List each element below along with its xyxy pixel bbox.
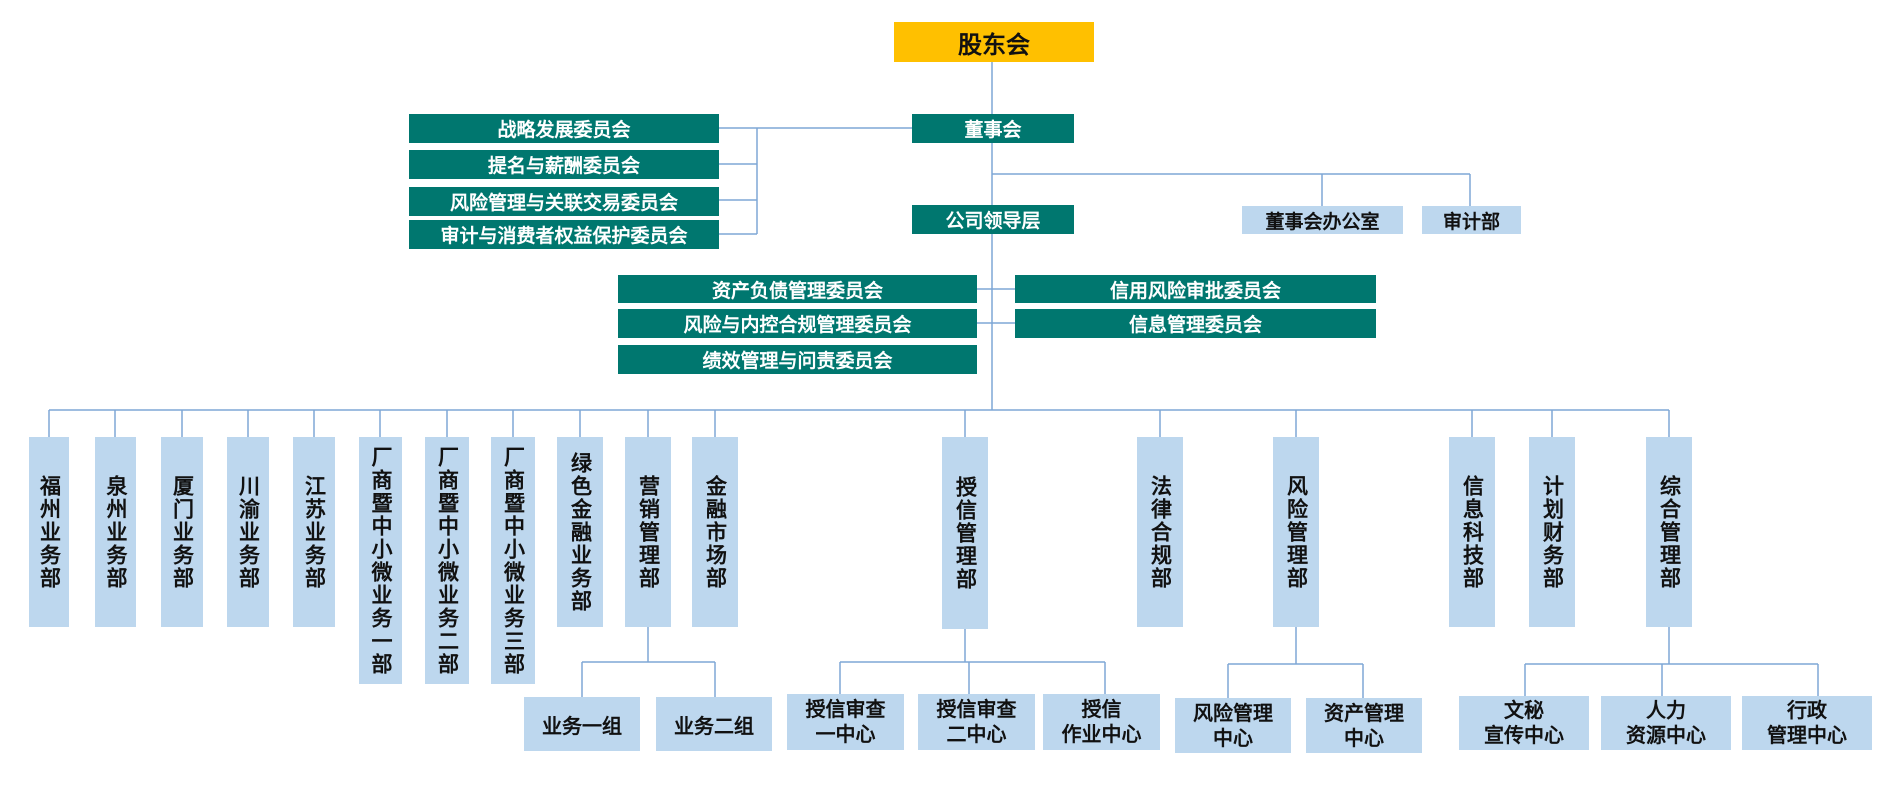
committee-info-management: 信息管理委员会 bbox=[1015, 309, 1376, 338]
committee-risk-related-party: 风险管理与关联交易委员会 bbox=[409, 187, 719, 216]
committee-nomination: 提名与薪酬委员会 bbox=[409, 150, 719, 179]
hr-center: 人力 资源中心 bbox=[1601, 696, 1731, 750]
dept-sme-2: 厂商暨中小微业务二部 bbox=[425, 437, 469, 684]
dept-legal: 法律合规部 bbox=[1137, 437, 1183, 627]
dept-jiangsu: 江苏业务部 bbox=[293, 437, 335, 627]
marketing-group-2: 业务二组 bbox=[656, 697, 772, 751]
dept-finance: 计划财务部 bbox=[1529, 437, 1575, 627]
dept-marketing: 营销管理部 bbox=[625, 437, 671, 627]
marketing-group-1: 业务一组 bbox=[524, 697, 640, 751]
committee-performance: 绩效管理与问责委员会 bbox=[618, 345, 977, 374]
committee-audit-consumer: 审计与消费者权益保护委员会 bbox=[409, 220, 719, 249]
dept-general: 综合管理部 bbox=[1646, 437, 1692, 627]
committee-strategy: 战略发展委员会 bbox=[409, 114, 719, 143]
dept-green-finance: 绿色金融业务部 bbox=[557, 437, 603, 627]
dept-xiamen: 厦门业务部 bbox=[161, 437, 203, 627]
asset-management-center: 资产管理 中心 bbox=[1306, 698, 1422, 753]
shareholders-meeting-box: 股东会 bbox=[894, 22, 1094, 62]
admin-management-center: 行政 管理中心 bbox=[1742, 696, 1872, 750]
risk-management-center: 风险管理 中心 bbox=[1175, 698, 1291, 753]
board-office-box: 董事会办公室 bbox=[1242, 206, 1403, 234]
credit-review-center-2: 授信审查 二中心 bbox=[918, 694, 1035, 750]
dept-it: 信息科技部 bbox=[1449, 437, 1495, 627]
audit-dept-box: 审计部 bbox=[1422, 206, 1521, 234]
board-box: 董事会 bbox=[912, 114, 1074, 143]
committee-alm: 资产负债管理委员会 bbox=[618, 275, 977, 303]
committee-credit-approval: 信用风险审批委员会 bbox=[1015, 275, 1376, 303]
dept-sme-3: 厂商暨中小微业务三部 bbox=[491, 437, 535, 684]
committee-risk-compliance: 风险与内控合规管理委员会 bbox=[618, 309, 977, 338]
dept-sme-1: 厂商暨中小微业务一部 bbox=[359, 437, 402, 684]
dept-chuanyu: 川渝业务部 bbox=[227, 437, 269, 627]
leadership-box: 公司领导层 bbox=[912, 205, 1074, 234]
credit-review-center-1: 授信审查 一中心 bbox=[787, 694, 904, 750]
credit-operation-center: 授信 作业中心 bbox=[1043, 694, 1160, 750]
secretary-publicity-center: 文秘 宣传中心 bbox=[1459, 696, 1589, 750]
dept-financial-markets: 金融市场部 bbox=[692, 437, 738, 627]
dept-risk: 风险管理部 bbox=[1273, 437, 1319, 627]
dept-credit: 授信管理部 bbox=[942, 437, 988, 629]
dept-quanzhou: 泉州业务部 bbox=[95, 437, 136, 627]
dept-fuzhou: 福州业务部 bbox=[29, 437, 69, 627]
